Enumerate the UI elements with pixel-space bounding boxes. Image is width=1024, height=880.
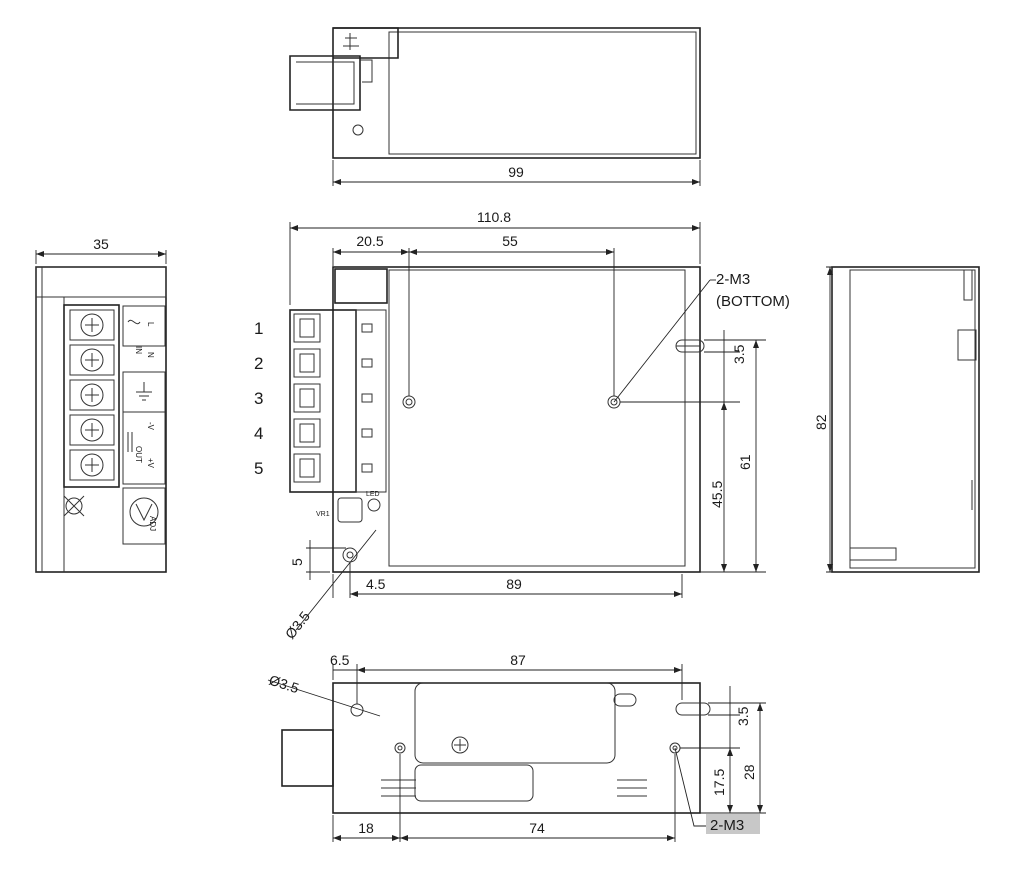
terminal-screws: [69, 309, 115, 481]
pin-number: 1: [254, 319, 263, 338]
led-label: LED: [366, 491, 380, 498]
dim-5: 5: [289, 558, 305, 566]
terminal-tab: [361, 358, 373, 368]
mount-hole-3-5: [342, 547, 358, 563]
dim-61: 61: [737, 454, 753, 470]
top-view: 99: [289, 27, 701, 186]
mount-note: 2-M3: [716, 271, 750, 288]
terminal-cell: [69, 309, 115, 341]
terminal-tab: [361, 393, 373, 403]
vr1-label: VR1: [316, 511, 330, 518]
pin-number: 3: [254, 389, 263, 408]
terminal-cell: [69, 449, 115, 481]
dim-89: 89: [506, 576, 522, 592]
terminal-clamp: [299, 353, 315, 373]
front-view: VR1 LED 1 2 3 4 5 110.8 20.5 55 2-M3 (BOTTOM…: [254, 209, 790, 642]
pin-numbers: 1 2 3 4 5: [254, 319, 263, 478]
terminal-slot: [293, 313, 321, 343]
dim-45-5: 45.5: [709, 481, 725, 508]
screw-icon: [80, 453, 104, 477]
label-adj: ADJ: [148, 516, 157, 531]
screw-icon: [80, 348, 104, 372]
bottom-view: 6.5 87 Ø3.5 3.5 17.5 28 18 74 2-M3: [267, 652, 766, 842]
dim-82: 82: [813, 414, 829, 430]
right-view: 82: [813, 266, 980, 573]
terminal-clamp: [299, 318, 315, 338]
dim-20-5: 20.5: [356, 233, 383, 249]
label-l: L: [146, 322, 155, 327]
terminal-tab: [361, 323, 373, 333]
mount-note-sub: (BOTTOM): [716, 293, 790, 310]
bottom-mount-note: 2-M3: [710, 817, 744, 834]
label-minus-v: -V: [146, 422, 155, 431]
hole-diameter-bottom: Ø3.5: [267, 672, 301, 697]
label-n: N: [146, 352, 155, 358]
dim-99: 99: [508, 164, 524, 180]
pin-number: 5: [254, 459, 263, 478]
dim-18: 18: [358, 820, 374, 836]
front-terminal-block: [293, 313, 373, 483]
terminal-clamp: [299, 388, 315, 408]
dim-55: 55: [502, 233, 518, 249]
dim-3-5-bottom: 3.5: [735, 706, 751, 726]
led-indicator: [367, 498, 381, 512]
pin-number: 2: [254, 354, 263, 373]
terminal-cell: [69, 379, 115, 411]
screw-icon: [80, 418, 104, 442]
adj-pot-icon: [129, 497, 159, 527]
terminal-tab: [361, 428, 373, 438]
label-plus-v: +V: [146, 458, 155, 469]
ground-icon: [136, 382, 152, 401]
label-in: IN: [134, 346, 143, 354]
bottom-m3-left: [394, 742, 406, 754]
hole-diameter-front: Ø3.5: [282, 608, 313, 642]
dim-87: 87: [510, 652, 526, 668]
screw-icon: [80, 313, 104, 337]
dim-17-5: 17.5: [711, 769, 727, 796]
label-out: OUT: [134, 446, 143, 463]
vr1-pot: [337, 497, 363, 523]
terminal-clamp: [299, 423, 315, 443]
terminal-slot: [293, 418, 321, 448]
terminal-cell: [69, 414, 115, 446]
dim-6-5: 6.5: [330, 652, 350, 668]
dim-110-8: 110.8: [477, 209, 511, 225]
screw-icon: [80, 383, 104, 407]
terminal-tab: [361, 463, 373, 473]
terminal-slot: [293, 453, 321, 483]
dim-28: 28: [741, 764, 757, 780]
dim-74: 74: [529, 820, 545, 836]
dim-3-5-front: 3.5: [731, 344, 747, 364]
terminal-slot: [293, 348, 321, 378]
terminal-clamp: [299, 458, 315, 478]
terminal-slot: [293, 383, 321, 413]
led-icon: [65, 497, 83, 515]
left-view: L N IN -V OUT +V ADJ 35: [35, 236, 167, 573]
mount-hole-left: [402, 395, 416, 409]
dim-4-5: 4.5: [366, 576, 386, 592]
terminal-cell: [69, 344, 115, 376]
dim-35: 35: [93, 236, 109, 252]
pin-number: 4: [254, 424, 263, 443]
